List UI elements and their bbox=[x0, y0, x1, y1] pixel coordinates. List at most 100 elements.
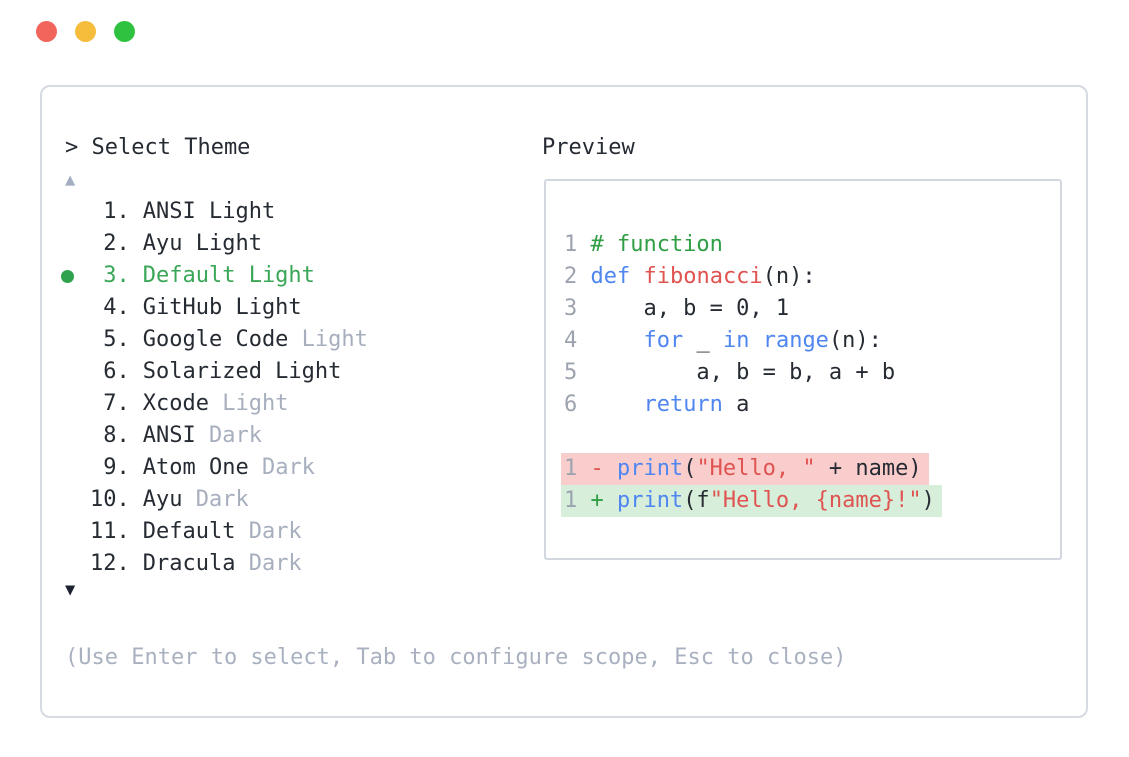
code-token: ) bbox=[921, 488, 935, 513]
theme-name: Solarized Light bbox=[142, 359, 342, 384]
selected-dot-icon bbox=[61, 270, 74, 283]
theme-item-ayu[interactable]: 10.Ayu Dark bbox=[65, 484, 368, 516]
code-token: (f bbox=[683, 488, 710, 513]
code-token bbox=[590, 392, 643, 417]
theme-variant: Dark bbox=[235, 551, 302, 576]
code-token: range bbox=[762, 328, 829, 353]
line-number: 4 bbox=[564, 328, 578, 353]
theme-number: 7. bbox=[103, 391, 130, 416]
line-number: 6 bbox=[564, 392, 578, 417]
theme-number: 10. bbox=[90, 487, 130, 512]
code-token: # function bbox=[590, 232, 723, 257]
theme-number: 11. bbox=[90, 519, 130, 544]
line-number: 2 bbox=[564, 264, 578, 289]
theme-name: GitHub Light bbox=[142, 295, 302, 320]
theme-item-ansi[interactable]: 8. ANSI Dark bbox=[65, 420, 368, 452]
theme-item-ansi-light[interactable]: 1. ANSI Light bbox=[65, 196, 368, 228]
theme-variant: Dark bbox=[195, 423, 262, 448]
line-number: 5 bbox=[564, 360, 578, 385]
theme-number: 2. bbox=[103, 231, 130, 256]
code-line: 5 a, b = b, a + b bbox=[564, 357, 942, 389]
code-token: a, b = b, a + b bbox=[590, 360, 896, 385]
code-line: 6 return a bbox=[564, 389, 942, 421]
theme-number: 12. bbox=[90, 551, 130, 576]
theme-name: ANSI Light bbox=[142, 199, 276, 224]
code-token bbox=[630, 264, 643, 289]
window-controls bbox=[36, 21, 135, 42]
diff-line-added: 1 + print(f"Hello, {name}!") bbox=[561, 485, 942, 517]
code-token bbox=[590, 328, 643, 353]
theme-item-atom-one[interactable]: 9. Atom One Dark bbox=[65, 452, 368, 484]
theme-item-ayu-light[interactable]: 2. Ayu Light bbox=[65, 228, 368, 260]
code-token: return bbox=[643, 392, 723, 417]
code-token: ( bbox=[683, 456, 697, 481]
theme-variant: Dark bbox=[182, 487, 249, 512]
select-theme-prompt: > Select Theme bbox=[65, 135, 251, 160]
theme-number: 6. bbox=[103, 359, 130, 384]
code-token: for bbox=[643, 328, 684, 353]
preview-title: Preview bbox=[542, 135, 635, 160]
code-token: + name) bbox=[815, 456, 922, 481]
theme-variant: Dark bbox=[248, 455, 315, 480]
diff-line-removed: 1 - print("Hello, " + name) bbox=[561, 453, 929, 485]
theme-number: 9. bbox=[103, 455, 130, 480]
diff-sign: - bbox=[590, 456, 604, 481]
code-line: 4 for _ in range(n): bbox=[564, 325, 942, 357]
blank-line bbox=[564, 421, 942, 453]
code-token: "Hello, {name}!" bbox=[709, 488, 922, 513]
theme-item-default-light[interactable]: 3. Default Light bbox=[61, 260, 368, 292]
theme-name: Ayu Light bbox=[142, 231, 262, 256]
code-token: (n): bbox=[828, 328, 882, 353]
code-token: fibonacci bbox=[643, 264, 763, 289]
scroll-up-icon[interactable]: ▲ bbox=[65, 170, 76, 190]
theme-name: Default Light bbox=[142, 263, 315, 288]
theme-number: 3. bbox=[103, 263, 130, 288]
zoom-button[interactable] bbox=[114, 21, 135, 42]
line-number: 1 bbox=[564, 488, 578, 513]
theme-item-xcode[interactable]: 7. Xcode Light bbox=[65, 388, 368, 420]
code-token: _ bbox=[683, 328, 723, 353]
close-button[interactable] bbox=[36, 21, 57, 42]
theme-name: Xcode bbox=[142, 391, 209, 416]
theme-name: Google Code bbox=[142, 327, 289, 352]
code-token bbox=[749, 328, 762, 353]
theme-list: 1. ANSI Light 2. Ayu Light 3. Default Light 4.… bbox=[61, 196, 368, 580]
code-line: 1 # function bbox=[564, 229, 942, 261]
scroll-down-icon[interactable]: ▼ bbox=[65, 580, 76, 600]
theme-item-dracula[interactable]: 12. Dracula Dark bbox=[65, 548, 368, 580]
minimize-button[interactable] bbox=[75, 21, 96, 42]
theme-item-google-code[interactable]: 5.Google Code Light bbox=[65, 324, 368, 356]
theme-picker-panel: > Select Theme ▲ 1. ANSI Light 2. Ayu Light… bbox=[40, 85, 1088, 718]
code-line: 2 def fibonacci(n): bbox=[564, 261, 942, 293]
code-token: in bbox=[722, 328, 750, 353]
code-line: 3 a, b = 0, 1 bbox=[564, 293, 942, 325]
theme-number: 1. bbox=[103, 199, 130, 224]
line-number: 1 bbox=[564, 456, 578, 481]
theme-name: Default bbox=[142, 519, 236, 544]
theme-number: 8. bbox=[103, 423, 130, 448]
code-token: "Hello, " bbox=[696, 456, 816, 481]
theme-variant: Light bbox=[208, 391, 289, 416]
code-token: (n): bbox=[762, 264, 816, 289]
code-token: print bbox=[616, 456, 684, 481]
code-token: def bbox=[590, 264, 631, 289]
diff-sign: + bbox=[590, 488, 604, 513]
theme-name: Dracula bbox=[142, 551, 236, 576]
theme-name: ANSI bbox=[142, 423, 196, 448]
line-number: 3 bbox=[564, 296, 578, 321]
theme-item-github-light[interactable]: 4. GitHub Light bbox=[65, 292, 368, 324]
theme-number: 4. bbox=[103, 295, 130, 320]
code-token: a bbox=[722, 392, 750, 417]
theme-name: Atom One bbox=[142, 455, 249, 480]
theme-variant: Dark bbox=[235, 519, 302, 544]
help-text: (Use Enter to select, Tab to configure s… bbox=[65, 645, 847, 670]
code-token: a, b = 0, 1 bbox=[590, 296, 790, 321]
theme-number: 5. bbox=[103, 327, 130, 352]
code-token: print bbox=[616, 488, 684, 513]
line-number: 1 bbox=[564, 232, 578, 257]
theme-item-solarized-light[interactable]: 6. Solarized Light bbox=[65, 356, 368, 388]
theme-item-default[interactable]: 11. Default Dark bbox=[65, 516, 368, 548]
